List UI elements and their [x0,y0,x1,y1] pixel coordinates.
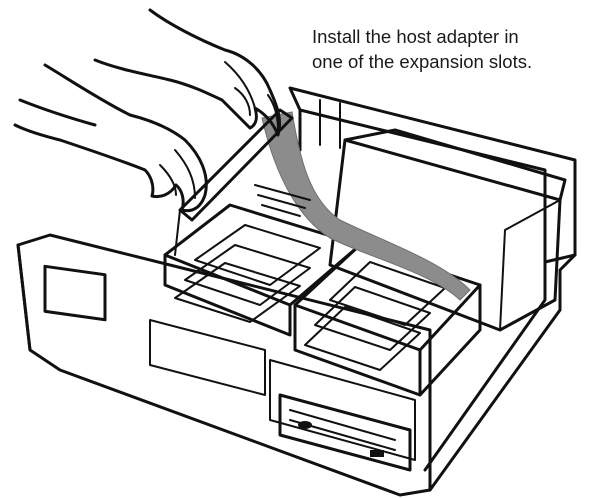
front-panel-grille [43,264,107,322]
ribbon-cable [261,111,471,301]
front-panel [16,233,432,497]
power-supply [328,128,567,332]
front-panel-badge-recess [149,319,266,396]
chassis-right-wall [423,253,577,492]
right-hand [93,8,282,137]
expansion-slot-guides [254,184,311,217]
host-adapter-card [174,108,294,256]
caption-line-2: one of the expansion slots. [312,51,533,72]
left-hand [13,63,208,213]
floppy-drive [278,393,412,472]
caption-line-1: Install the host adapter in [312,26,519,47]
drive-bay-bezel [269,359,416,461]
drive-cage-right [293,243,482,397]
instruction-caption: Install the host adapter in one of the e… [312,24,612,74]
